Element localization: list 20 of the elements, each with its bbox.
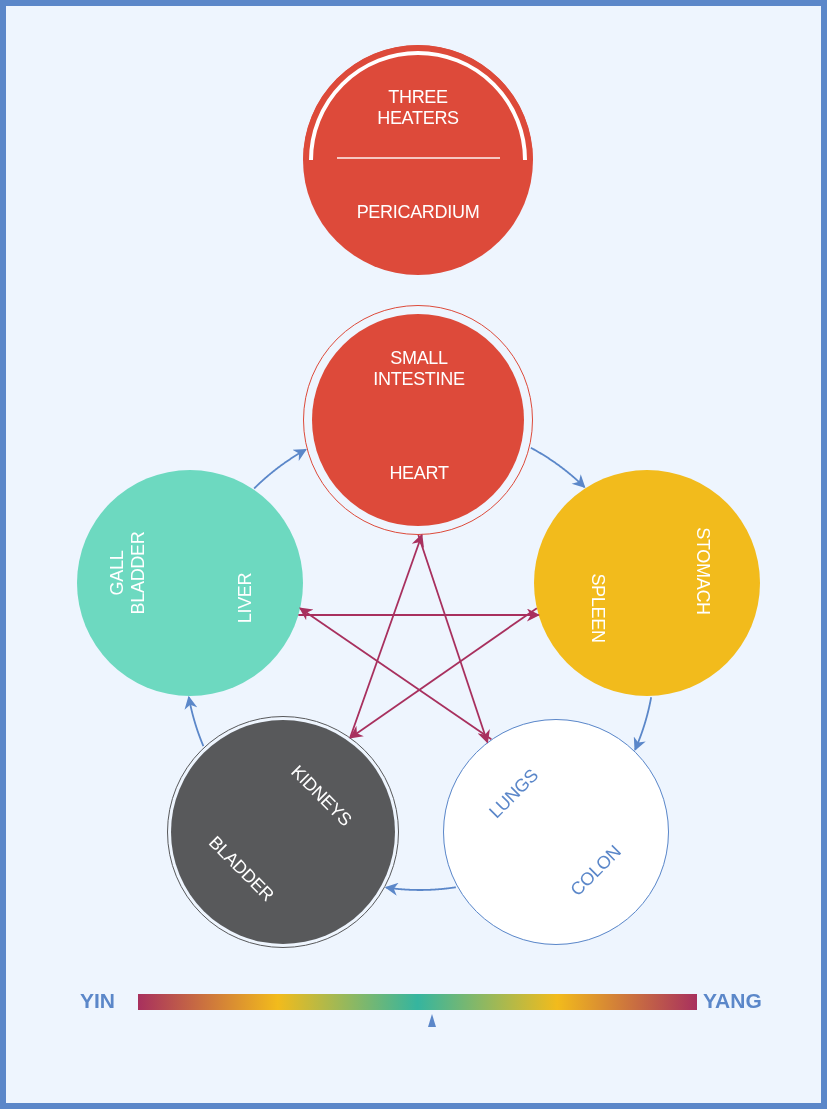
organ-label: SPLEEN <box>586 572 608 645</box>
curved-arrow <box>253 448 307 490</box>
organ-label: SMALL INTESTINE <box>372 348 466 390</box>
organ-label: THREE HEATERS <box>376 87 460 129</box>
curved-arrow <box>384 882 457 896</box>
scale-end-label: YANG <box>703 989 762 1013</box>
arrow <box>349 607 538 739</box>
organ-label: LIVER <box>234 571 256 626</box>
organ-label: HEART <box>388 462 450 484</box>
organ-label: PERICARDIUM <box>355 201 481 223</box>
arrow <box>349 533 424 739</box>
curved-arrow <box>530 446 586 489</box>
arrow <box>299 607 493 741</box>
arrow <box>297 608 540 622</box>
organ-label: STOMACH <box>691 526 713 617</box>
organ-label: GALL BLADDER <box>107 530 149 617</box>
arrow <box>417 534 490 744</box>
scale-end-label: YIN <box>80 989 115 1013</box>
curved-arrow <box>184 695 205 747</box>
curved-arrow <box>633 696 653 751</box>
